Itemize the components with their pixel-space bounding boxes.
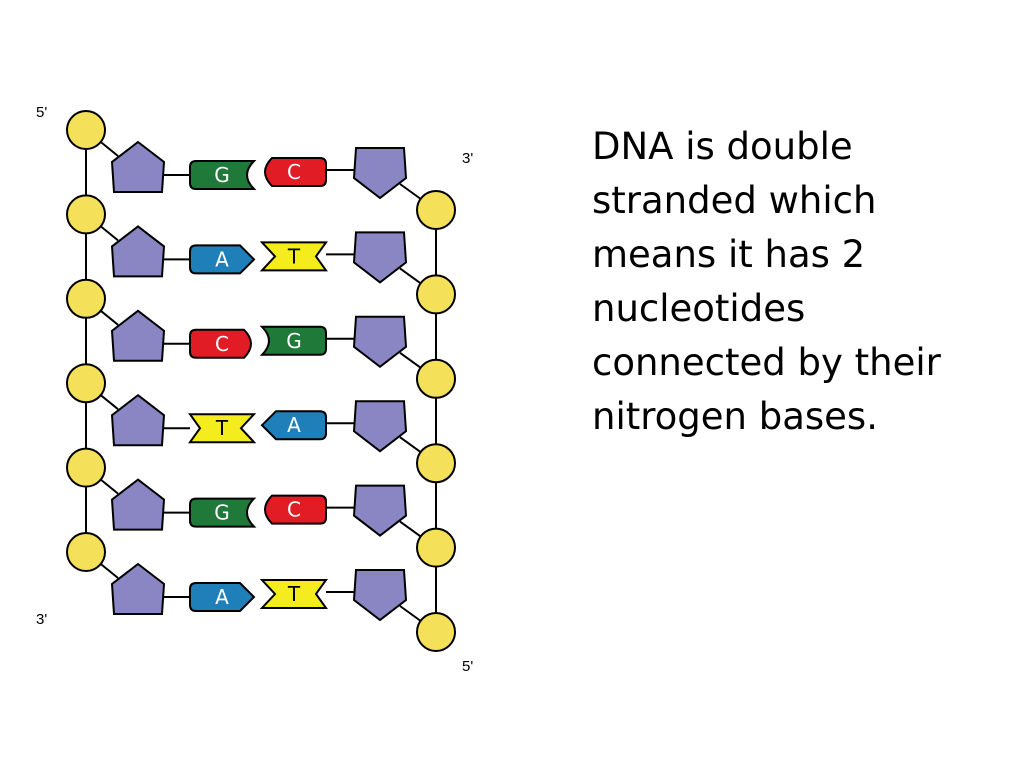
base-t-right: T [259,579,328,609]
right-phosphate [416,527,456,568]
base-letter: C [215,332,229,356]
right-strand-top-label: 3' [462,150,473,167]
caption: DNA is double stranded which means it ha… [592,120,1012,444]
right-strand-bottom-label: 5' [462,658,473,675]
base-letter: G [286,329,302,353]
base-letter: T [287,244,301,268]
base-t-right: T [259,241,328,272]
caption-line: means it has 2 [592,233,866,276]
base-a-left: A [189,244,256,275]
left-phosphate [66,447,106,488]
base-letter: A [215,247,229,271]
left-strand-bottom-label: 3' [36,611,47,628]
base-g-left: G [189,160,257,190]
left-sugar [110,393,166,447]
base-letter: C [287,160,301,184]
left-strand-top-label: 5' [36,104,47,121]
left-phosphate [66,363,106,404]
base-letter: G [214,163,230,187]
nucleotides: G C A T C G T A G C A T [66,110,456,652]
right-phosphate [416,190,456,230]
base-letter: A [215,585,229,609]
caption-line: DNA is double [592,125,853,168]
right-phosphate [416,358,456,399]
base-letter: T [215,416,229,440]
base-a-left: A [189,582,256,612]
caption-line: connected by their [592,341,941,384]
right-phosphate [416,274,456,315]
left-sugar [110,225,166,278]
left-sugar [110,309,166,362]
left-sugar [110,140,166,193]
right-sugar [352,569,408,622]
backbone-lines [85,129,437,633]
base-g-right: G [259,325,327,356]
right-sugar [352,315,408,369]
dna-diagram: G C A T C G T A G C A T 5' 3' 3' 5' [36,104,473,675]
left-sugar [110,478,166,531]
base-c-right: C [264,494,327,525]
base-c-right: C [264,157,327,187]
right-sugar [352,147,408,200]
left-phosphate [66,532,106,572]
right-phosphate [416,443,456,484]
left-sugar [110,562,166,615]
right-phosphate [416,612,456,652]
caption-line: stranded which [592,179,877,222]
caption-line: nitrogen bases. [592,395,878,438]
right-sugar [352,231,408,284]
left-phosphate [66,278,106,319]
base-t-left: T [188,413,257,444]
base-letter: G [214,501,230,525]
base-letter: C [287,498,301,522]
left-phosphate [66,110,106,150]
base-letter: A [287,413,301,437]
base-letter: T [287,582,301,606]
right-sugar [352,400,408,453]
base-g-left: G [189,497,257,528]
base-a-right: A [260,410,327,441]
left-phosphate [66,194,106,235]
base-c-left: C [189,328,252,359]
right-sugar [352,484,408,537]
caption-line: nucleotides [592,287,806,330]
